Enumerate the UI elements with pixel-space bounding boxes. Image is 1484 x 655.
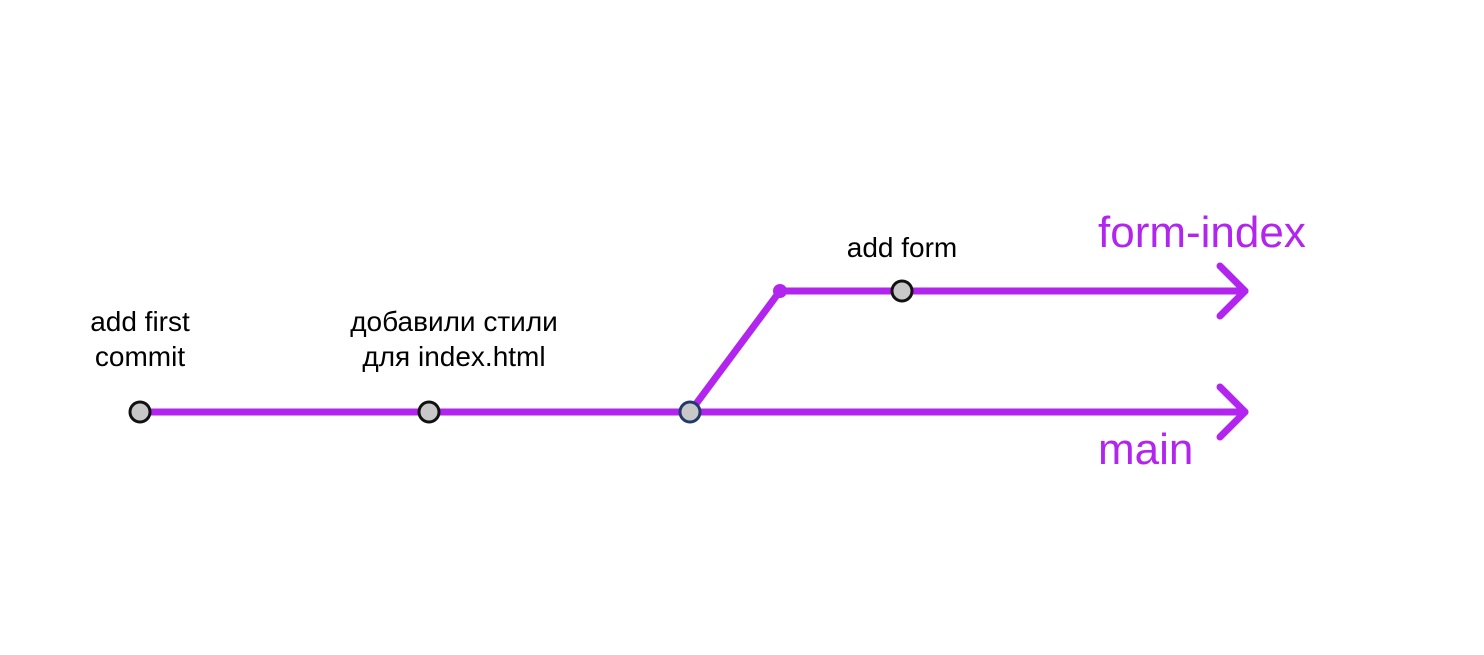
main-branch-arrow	[1216, 383, 1249, 441]
commit-label-line: добавили стили	[350, 306, 558, 337]
branch-start-dot	[773, 284, 787, 298]
commit-label-add-first-commit: add first commit	[40, 304, 240, 374]
commit-node-add-first-commit[interactable]	[128, 400, 152, 424]
feature-branch-diagonal	[686, 287, 784, 416]
branch-label-main: main	[1098, 425, 1194, 474]
commit-label-line: для index.html	[362, 341, 546, 372]
feature-branch-arrow	[1216, 262, 1249, 320]
commit-label-add-form: add form	[802, 230, 1002, 265]
commit-node-styles[interactable]	[417, 400, 441, 424]
commit-label-line: commit	[94, 341, 186, 372]
commit-node-add-form[interactable]	[890, 279, 914, 303]
commit-label-styles: добавили стили для index.html	[304, 304, 604, 374]
commit-label-line: add first	[90, 306, 190, 337]
branch-label-form-index: form-index	[1098, 208, 1306, 257]
commit-label-line: add form	[846, 232, 958, 263]
commit-node-branch-point[interactable]	[678, 400, 702, 424]
